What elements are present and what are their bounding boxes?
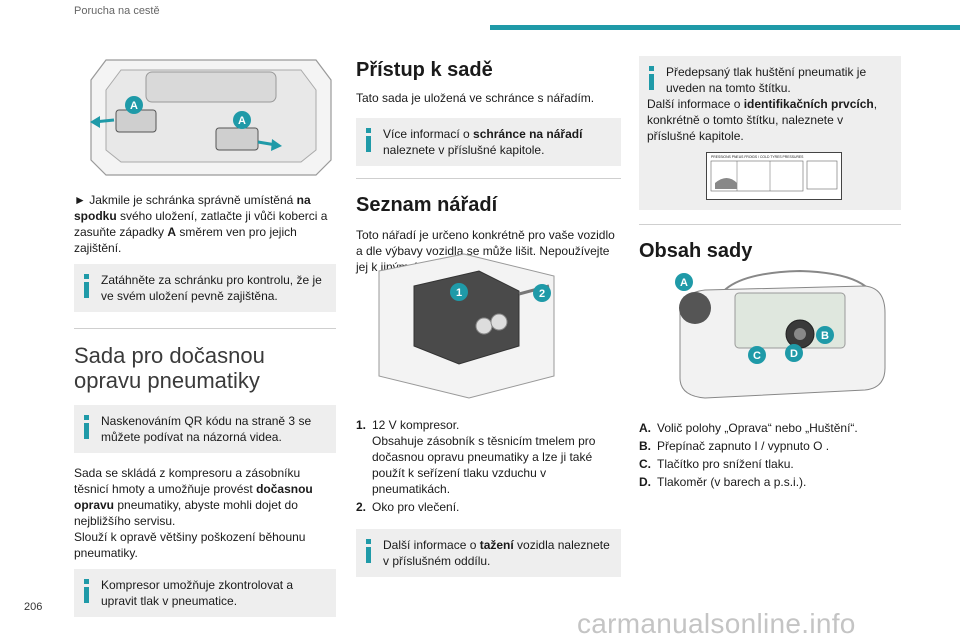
list-item: 2. Oko pro vlečení. bbox=[356, 500, 460, 514]
info-icon bbox=[363, 128, 375, 154]
list-item: C.Tlačítko pro snížení tlaku. bbox=[639, 457, 794, 471]
contents-heading: Obsah sady bbox=[639, 240, 753, 262]
callout-a-right: A bbox=[238, 115, 246, 127]
divider bbox=[356, 178, 621, 179]
header-accent-bar bbox=[490, 25, 960, 30]
pressure-label-figure: PRESSIONS PNEUS FROIDS / COLD TYRES PRES… bbox=[706, 152, 842, 200]
kit-heading: Sada pro dočasnou opravu pneumatiky bbox=[74, 343, 265, 393]
watermark: carmanualsonline.info bbox=[577, 608, 856, 639]
page-number: 206 bbox=[24, 601, 43, 613]
list-item: 1. 12 V kompresor. Obsahuje zásobník s t… bbox=[356, 418, 596, 496]
figure-tool-tray: 1 2 bbox=[369, 246, 569, 406]
callout-1: 1 bbox=[456, 287, 462, 299]
info-note-qr: Naskenováním QR kódu na straně 3 se může… bbox=[74, 405, 336, 453]
column-1-text: ► Jakmile je schránka správně umístěná n… bbox=[74, 192, 336, 627]
info-icon bbox=[81, 274, 93, 300]
column-2-text: Přístup k sadě Tato sada je uložená ve s… bbox=[356, 58, 621, 283]
access-paragraph: Tato sada je uložená ve schránce s nářad… bbox=[356, 91, 595, 105]
info-icon bbox=[81, 415, 93, 441]
info-note-lock-check: Zatáhněte za schránku pro kontrolu, že j… bbox=[74, 264, 336, 312]
info-note-compressor: Kompresor umožňuje zkontrolovat a upravi… bbox=[74, 569, 336, 617]
callout-a: A bbox=[680, 277, 688, 289]
section-title: Porucha na cestě bbox=[74, 5, 160, 17]
list-item: A.Volič polohy „Oprava“ nebo „Huštění“. bbox=[639, 421, 858, 435]
callout-2: 2 bbox=[539, 288, 545, 300]
column-3-text: Předepsaný tlak huštění pneumatik je uve… bbox=[639, 56, 901, 263]
callout-b: B bbox=[821, 330, 829, 342]
info-icon bbox=[363, 539, 375, 565]
figure-compressor: A B C D bbox=[660, 268, 890, 408]
info-icon bbox=[646, 66, 658, 92]
info-note-toolbox: Více informací o schránce na nářadí nale… bbox=[356, 118, 621, 166]
list-item: B.Přepínač zapnuto I / vypnuto O . bbox=[639, 439, 830, 453]
info-note-pressure-label: Předepsaný tlak huštění pneumatik je uve… bbox=[639, 56, 901, 210]
callout-d: D bbox=[790, 348, 798, 360]
figure-storage-box: A A bbox=[86, 50, 336, 185]
pressure-label-text: PRESSIONS PNEUS FROIDS / COLD TYRES PRES… bbox=[711, 155, 804, 159]
access-heading: Přístup k sadě bbox=[356, 59, 493, 81]
kit-description: Sada se skládá z kompresoru a zásobníku … bbox=[74, 466, 313, 528]
divider bbox=[639, 224, 901, 225]
instruction-paragraph: ► Jakmile je schránka správně umístěná n… bbox=[74, 193, 328, 255]
kit-usage: Slouží k opravě většiny poškození běhoun… bbox=[74, 530, 306, 560]
kit-contents-list: A.Volič polohy „Oprava“ nebo „Huštění“. … bbox=[639, 420, 901, 492]
divider bbox=[74, 328, 336, 329]
list-item: D.Tlakoměr (v barech a p.s.i.). bbox=[639, 475, 807, 489]
tools-heading: Seznam nářadí bbox=[356, 194, 498, 216]
tool-list: 1. 12 V kompresor. Obsahuje zásobník s t… bbox=[356, 417, 621, 587]
info-note-towing: Další informace o tažení vozidla nalezne… bbox=[356, 529, 621, 577]
callout-a-left: A bbox=[130, 100, 138, 112]
callout-c: C bbox=[753, 350, 761, 362]
info-icon bbox=[81, 579, 93, 605]
